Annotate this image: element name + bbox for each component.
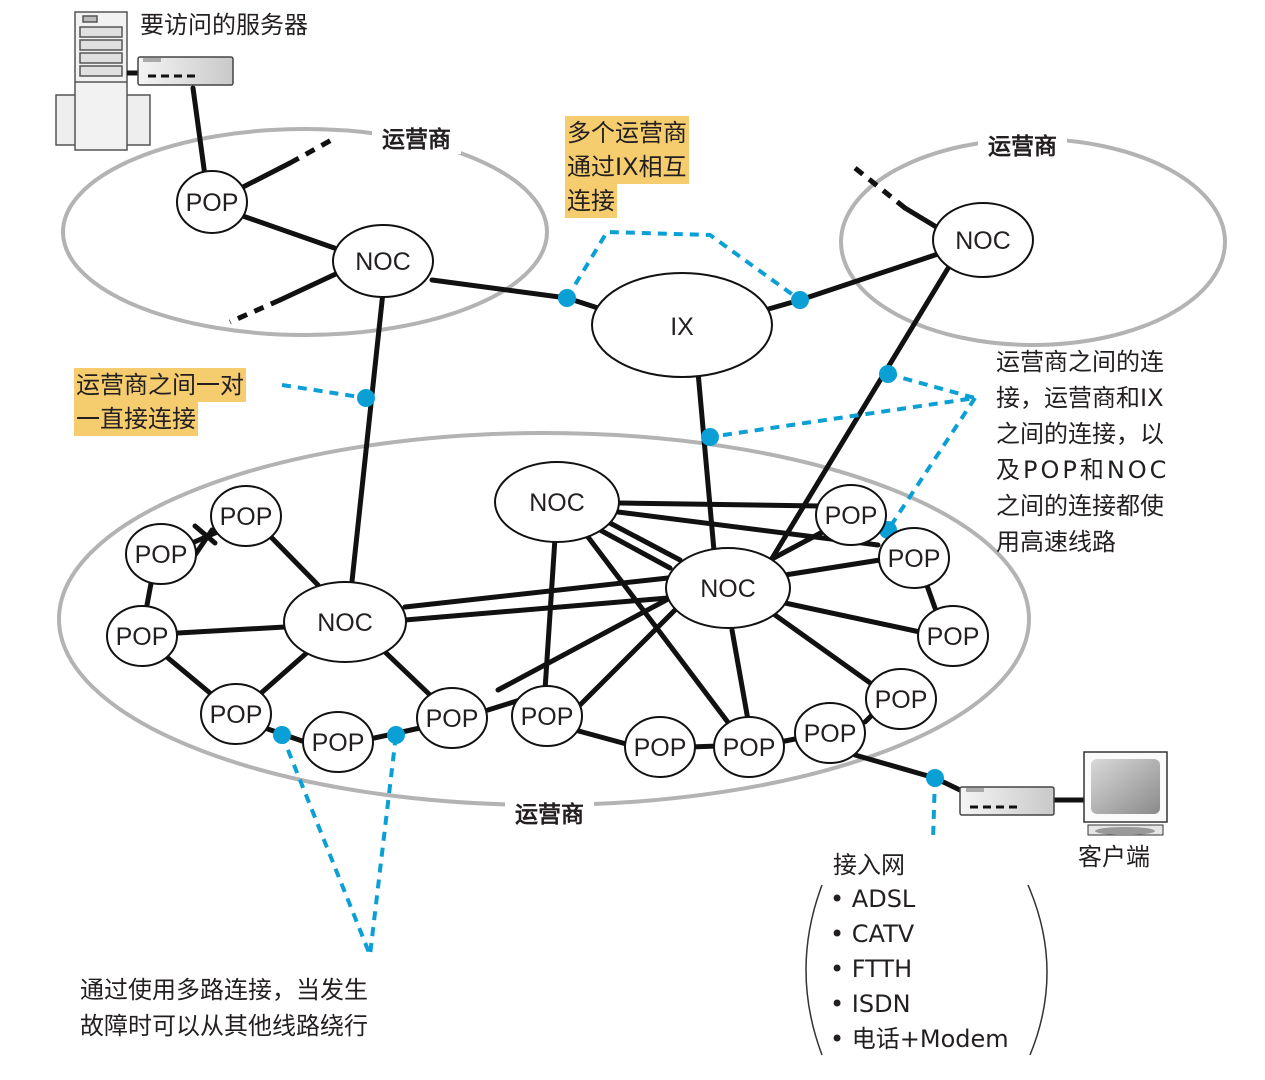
client-label: 客户端: [1078, 843, 1150, 871]
carrier-label-top-right: 运营商: [978, 127, 1067, 161]
noc-label: NOC: [529, 489, 585, 517]
pop-node: POP: [106, 605, 178, 667]
pop-node: POP: [302, 711, 374, 773]
pop-label: POP: [312, 729, 365, 757]
link-marker: [387, 726, 405, 744]
noc-node: NOC: [932, 202, 1034, 278]
access-item: • ISDN: [830, 990, 911, 1018]
link-marker: [879, 365, 897, 383]
multipath-note: 通过使用多路连接，当发生 故障时可以从其他线路绕行: [80, 972, 368, 1044]
nodes: POP NOC IX NOC NOC NOC NOC POP POP POP P…: [106, 170, 1034, 778]
note-line: 一直接连接: [74, 402, 198, 436]
noc-label: NOC: [317, 609, 373, 637]
router-icon: [137, 56, 234, 86]
note-line: 接，运营商和IX: [996, 384, 1164, 412]
pop-label: POP: [888, 545, 941, 573]
note-line: 之间的连接都使: [996, 492, 1164, 520]
pop-node: POP: [511, 685, 583, 747]
noc-label: NOC: [355, 248, 411, 276]
monitor-icon: [1083, 751, 1168, 836]
pop-node: POP: [878, 527, 950, 589]
pop-node: POP: [713, 716, 785, 778]
pop-label: POP: [521, 703, 574, 731]
annotation-leaders: [280, 229, 977, 956]
link-marker: [558, 289, 576, 307]
note-line: 运营商之间的连: [996, 348, 1164, 376]
note-line: 通过IX相互: [565, 150, 689, 184]
noc-node: NOC: [283, 581, 407, 663]
note-line: 及POP和NOC: [996, 456, 1170, 484]
dashed-exits: [228, 135, 907, 325]
noc-node: NOC: [665, 547, 791, 629]
pop-node: POP: [865, 668, 937, 730]
pop-node: POP: [917, 605, 989, 667]
ix-note: 多个运营商 通过IX相互 连接: [565, 116, 689, 218]
carrier-label-top-left: 运营商: [372, 120, 461, 154]
link-marker: [357, 389, 375, 407]
carrier-region-top-left: [61, 127, 549, 337]
note-line: 多个运营商: [565, 116, 689, 150]
pop-node: POP: [624, 716, 696, 778]
pop-label: POP: [825, 502, 878, 530]
links: [144, 85, 1087, 803]
carrier-label-bottom: 运营商: [505, 795, 594, 829]
note-line: 故障时可以从其他线路绕行: [80, 1012, 368, 1040]
pop-label: POP: [634, 734, 687, 762]
direct-note: 运营商之间一对 一直接连接: [74, 368, 246, 436]
note-line: 之间的连接，以: [996, 420, 1164, 448]
pop-label: POP: [723, 734, 776, 762]
pop-node: POP: [125, 523, 197, 585]
pop-node: POP: [416, 687, 488, 749]
pop-node: POP: [815, 484, 887, 546]
router-icon: [959, 786, 1055, 816]
pop-label: POP: [210, 701, 263, 729]
pop-label: POP: [426, 705, 479, 733]
access-network-title: 接入网: [833, 851, 905, 879]
note-line: 用高速线路: [996, 528, 1116, 556]
pop-label: POP: [220, 503, 273, 531]
pop-label: POP: [135, 541, 188, 569]
link-marker: [791, 291, 809, 309]
pop-label: POP: [804, 720, 857, 748]
noc-node: NOC: [332, 224, 434, 298]
access-item: • FTTH: [830, 955, 913, 983]
ix-label: IX: [670, 313, 694, 341]
link-marker: [701, 428, 719, 446]
server-label: 要访问的服务器: [140, 11, 308, 39]
link-marker: [273, 726, 291, 744]
access-network-list: • ADSL • CATV • FTTH • ISDN • 电话+Modem: [830, 882, 1009, 1057]
note-line: 运营商之间一对: [74, 368, 246, 402]
pop-label: POP: [927, 623, 980, 651]
pop-node: POP: [200, 683, 272, 745]
note-line: 通过使用多路连接，当发生: [80, 976, 368, 1004]
access-item: • 电话+Modem: [830, 1025, 1009, 1053]
pop-node: POP: [210, 485, 282, 547]
access-item: • ADSL: [830, 885, 916, 913]
noc-label: NOC: [955, 227, 1011, 255]
access-brackets: [805, 884, 1048, 1056]
pop-label: POP: [116, 623, 169, 651]
highspeed-note: 运营商之间的连 接，运营商和IX 之间的连接，以 及POP和NOC 之间的连接都…: [996, 344, 1169, 560]
pop-label: POP: [186, 189, 239, 217]
ix-node: IX: [591, 272, 773, 378]
noc-label: NOC: [700, 575, 756, 603]
pop-node: POP: [794, 702, 866, 764]
link-marker: [926, 769, 944, 787]
noc-node: NOC: [494, 461, 620, 543]
access-item: • CATV: [830, 920, 915, 948]
pop-node: POP: [176, 170, 248, 234]
server-tower-icon: [55, 11, 151, 151]
pop-label: POP: [875, 686, 928, 714]
note-line: 连接: [565, 184, 617, 218]
